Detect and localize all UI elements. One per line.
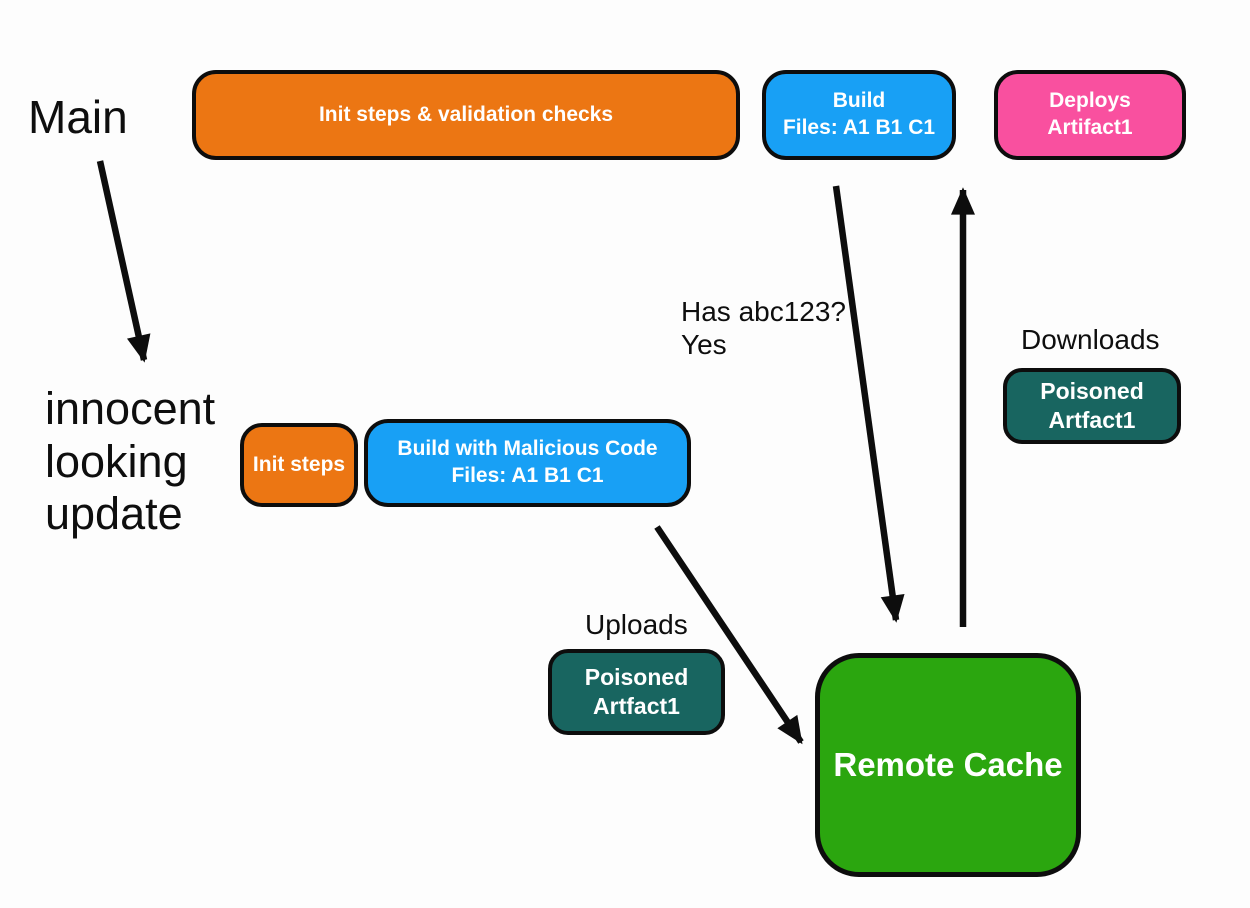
node-poisoned-artifact-download: Poisoned Artfact1 (1003, 368, 1181, 444)
node-poisoned-artifact-download-line-1: Poisoned (1040, 377, 1144, 404)
node-poisoned-artifact-upload: Poisoned Artfact1 (548, 649, 725, 735)
node-deploys-artifact-line-1: Deploys (1049, 89, 1131, 113)
node-init-steps-label: Init steps (252, 452, 346, 476)
arrow-main-to-update (96, 160, 151, 363)
node-init-validation-checks-label: Init steps & validation checks (318, 102, 614, 126)
node-deploys-artifact: Deploys Artifact1 (994, 70, 1186, 160)
downloads-label: Downloads (1021, 324, 1160, 355)
innocent-update-line-2: looking (45, 435, 188, 487)
innocent-update-line-3: update (45, 488, 183, 540)
node-poisoned-artifact-download-line-2: Artfact1 (1048, 407, 1136, 433)
main-branch-label: Main (28, 91, 128, 143)
cache-check-question: Has abc123? (681, 296, 847, 327)
node-deploys-artifact-line-2: Artifact1 (1047, 116, 1133, 139)
node-build-malicious-line-1: Build with Malicious Code (397, 437, 658, 461)
cache-check-label: Has abc123? Yes (681, 296, 846, 362)
node-build-malicious: Build with Malicious Code Files: A1 B1 C… (364, 419, 691, 507)
node-build-main: Build Files: A1 B1 C1 (762, 70, 956, 160)
innocent-update-label: innocent looking update (45, 383, 215, 541)
node-poisoned-artifact-upload-line-2: Artfact1 (593, 693, 680, 719)
node-init-validation-checks: Init steps & validation checks (192, 70, 740, 160)
node-build-main-line-1: Build (832, 89, 886, 113)
node-build-main-line-2: Files: A1 B1 C1 (782, 116, 936, 139)
uploads-label: Uploads (585, 609, 688, 640)
node-init-steps: Init steps (240, 423, 358, 507)
innocent-update-line-1: innocent (45, 383, 216, 434)
node-poisoned-artifact-upload-line-1: Poisoned (584, 663, 689, 690)
node-build-malicious-line-2: Files: A1 B1 C1 (451, 464, 604, 487)
node-remote-cache: Remote Cache (815, 653, 1081, 877)
arrow-build-to-remote-cache (832, 185, 905, 623)
node-remote-cache-label: Remote Cache (833, 745, 1063, 783)
cache-check-answer: Yes (681, 328, 727, 360)
